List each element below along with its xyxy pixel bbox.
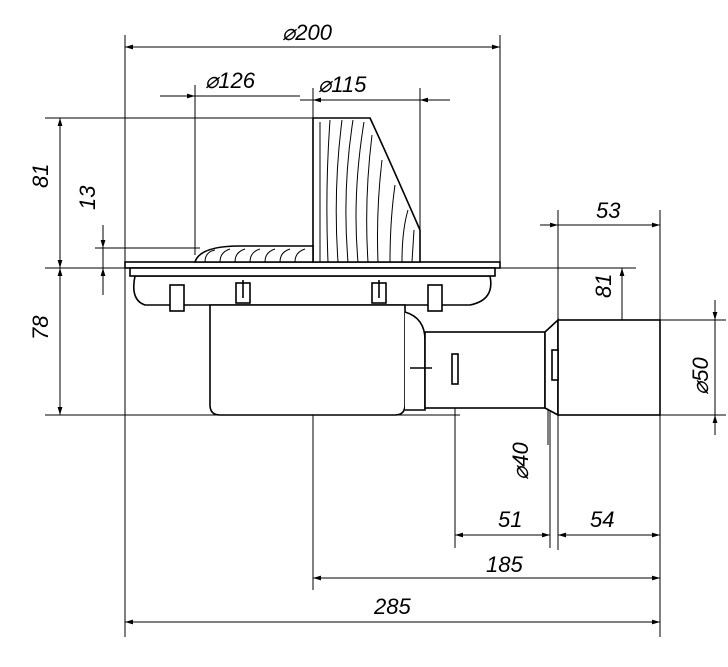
dim-w185: 185 bbox=[486, 552, 523, 577]
dim-d200: ⌀200 bbox=[282, 20, 333, 45]
dim-h78: 78 bbox=[28, 315, 53, 340]
dim-h13: 13 bbox=[75, 185, 100, 210]
dim-w54: 54 bbox=[590, 507, 614, 532]
dim-w53: 53 bbox=[596, 198, 621, 223]
dim-h81-right: 81 bbox=[591, 274, 616, 298]
dim-d126: ⌀126 bbox=[205, 68, 256, 93]
dome-grate bbox=[193, 117, 421, 263]
drain-body bbox=[124, 261, 661, 417]
dim-h81-left: 81 bbox=[28, 164, 53, 188]
dim-d40: ⌀40 bbox=[508, 442, 533, 480]
dim-w285: 285 bbox=[373, 594, 411, 619]
dim-w51: 51 bbox=[498, 507, 522, 532]
dim-d115: ⌀115 bbox=[318, 72, 367, 97]
dim-d50: ⌀50 bbox=[688, 357, 713, 395]
